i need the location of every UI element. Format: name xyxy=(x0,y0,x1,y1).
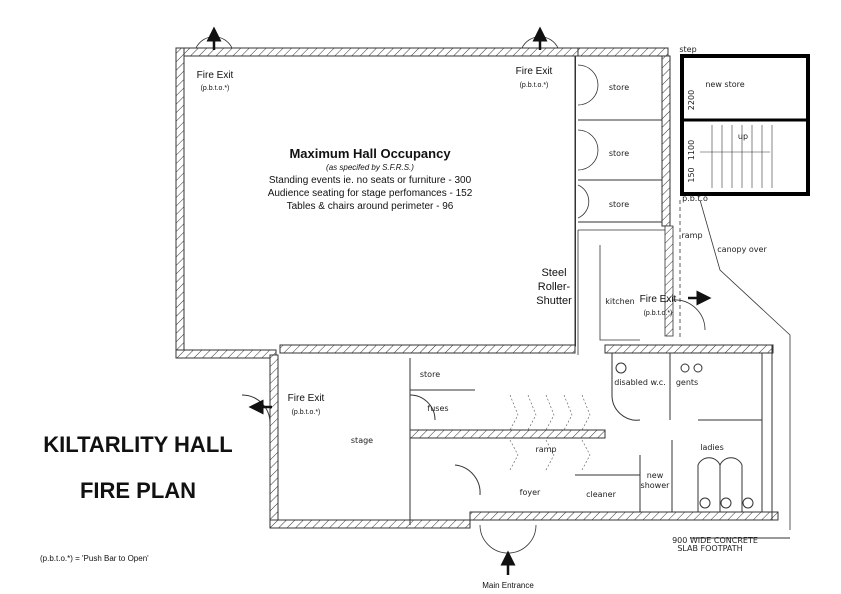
room-label: store xyxy=(609,83,629,92)
room-label: stage xyxy=(351,436,373,445)
room-label: store xyxy=(609,200,629,209)
new-store-block xyxy=(680,54,810,196)
room-label: step xyxy=(679,45,696,54)
room-label: foyer xyxy=(520,488,541,497)
occupancy-subheading: (as specifed by S.F.R.S.) xyxy=(326,163,414,172)
shutter-label: Steel xyxy=(541,267,566,279)
room-labels: store store store new store up step 2200… xyxy=(351,45,768,553)
ramp-lines xyxy=(509,394,591,471)
room-label: shower xyxy=(641,481,671,490)
shutter-label: Shutter xyxy=(536,295,572,307)
dimension-label: 2200 xyxy=(687,90,696,110)
title-line-2: FIRE PLAN xyxy=(80,478,196,503)
room-label: SLAB FOOTPATH xyxy=(677,544,742,553)
hall-walls xyxy=(175,47,671,359)
room-label: store xyxy=(420,370,440,379)
shutter-label: Roller- xyxy=(538,281,571,293)
occupancy-line: Tables & chairs around perimeter - 96 xyxy=(287,201,454,212)
occupancy-box: Maximum Hall Occupancy (as specifed by S… xyxy=(268,146,473,212)
entrance-doors xyxy=(195,36,559,554)
dimension-label: 150 xyxy=(687,167,696,182)
fire-exit-note: (p.b.t.o.*) xyxy=(201,85,230,92)
room-label: ramp xyxy=(681,231,702,240)
fire-exit-label: Fire Exit xyxy=(640,294,677,305)
room-label: cleaner xyxy=(586,490,616,499)
fire-exit-note: (p.b.t.o.*) xyxy=(520,82,549,89)
main-entrance-label: Main Entrance xyxy=(482,581,534,590)
room-label: store xyxy=(609,149,629,158)
room-label: canopy over xyxy=(717,245,767,254)
room-label: fuses xyxy=(427,404,448,413)
toilet-walls xyxy=(469,344,790,539)
fire-exit-label: Fire Exit xyxy=(197,70,234,81)
room-label: new store xyxy=(705,80,744,89)
occupancy-heading: Maximum Hall Occupancy xyxy=(289,146,451,161)
legend-note: (p.b.t.o.*) = 'Push Bar to Open' xyxy=(40,554,149,563)
kitchen-walls xyxy=(577,199,791,530)
occupancy-line: Standing events ie. no seats or furnitur… xyxy=(269,175,472,186)
stage-walls xyxy=(241,354,606,529)
room-label: kitchen xyxy=(605,297,634,306)
room-label: 900 WIDE CONCRETE xyxy=(672,536,758,545)
exit-arrows xyxy=(206,26,712,575)
room-label: up xyxy=(738,132,748,141)
plan-title: KILTARLITY HALL FIRE PLAN xyxy=(43,432,232,503)
occupancy-line: Audience seating for stage perfomances -… xyxy=(268,188,473,199)
room-label: gents xyxy=(676,378,698,387)
fire-exit-note: (p.b.t.o.*) xyxy=(644,310,673,317)
room-label: disabled w.c. xyxy=(614,378,666,387)
fire-exit-labels: Fire Exit (p.b.t.o.*) Fire Exit (p.b.t.o… xyxy=(197,66,677,590)
title-line-1: KILTARLITY HALL xyxy=(43,432,232,457)
dimension-label: 1100 xyxy=(687,140,696,160)
fire-exit-note: (p.b.t.o.*) xyxy=(292,409,321,416)
store-doors xyxy=(577,64,599,219)
room-label: ramp xyxy=(535,445,556,454)
room-label: p.b.t.o xyxy=(682,194,708,203)
room-label: ladies xyxy=(700,443,724,452)
fire-exit-label: Fire Exit xyxy=(516,66,553,77)
fire-exit-label: Fire Exit xyxy=(288,393,325,404)
room-label: new xyxy=(647,471,664,480)
